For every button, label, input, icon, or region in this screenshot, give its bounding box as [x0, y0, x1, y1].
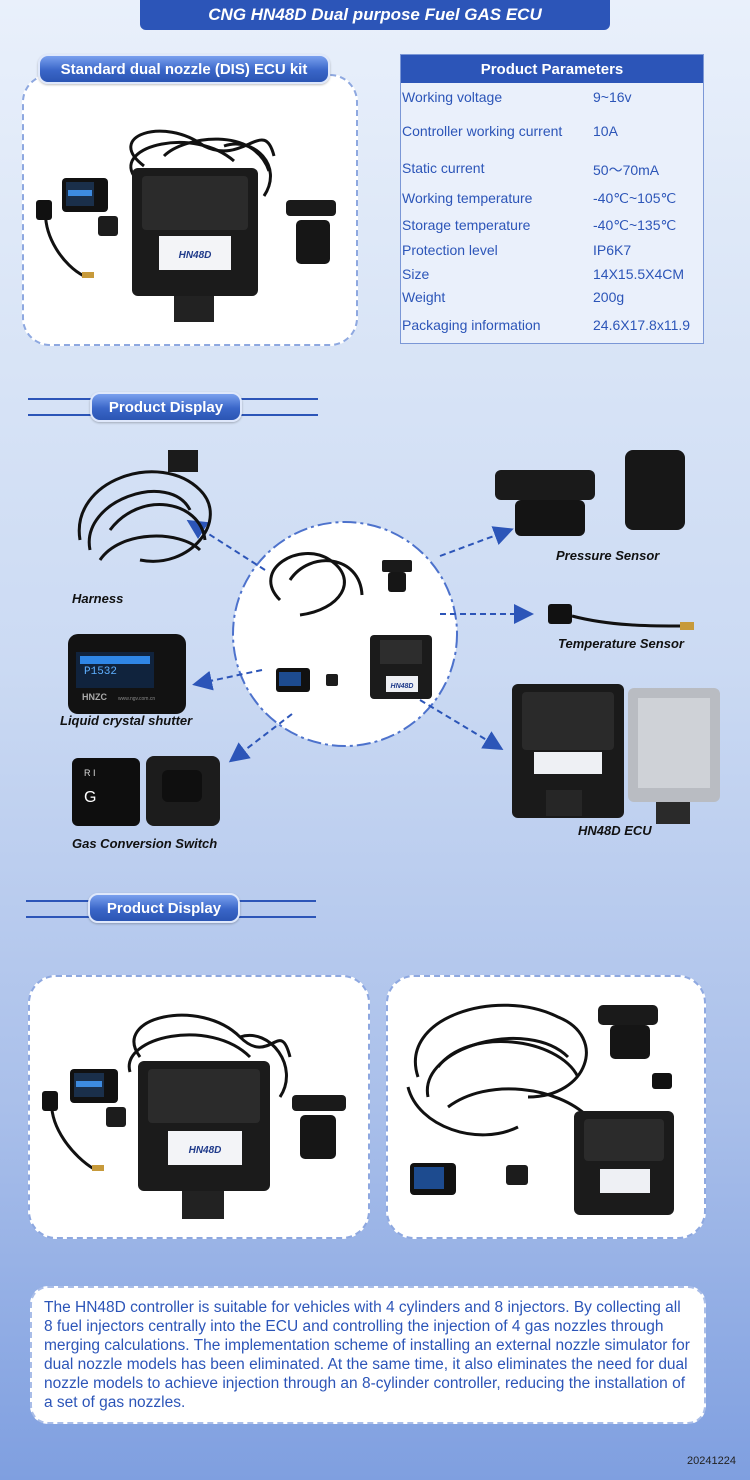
footer-date: 20241224 — [687, 1455, 736, 1467]
ecu-kit-photo: HN48D — [36, 129, 336, 322]
kit-panel: HN48D — [22, 74, 358, 346]
caption-temperature-sensor: Temperature Sensor — [558, 636, 684, 651]
caption-lcd-shutter: Liquid crystal shutter — [60, 713, 193, 728]
product-description: The HN48D controller is suitable for veh… — [30, 1286, 706, 1424]
ecu-kit-photo: HN48D — [42, 1013, 346, 1219]
harness-kit-photo — [406, 1003, 674, 1215]
page-title: CNG HN48D Dual purpose Fuel GAS ECU — [140, 0, 610, 30]
kit-ecu-model: HN48D — [179, 250, 212, 261]
lcd-brand: HNZC — [82, 692, 107, 702]
lcd-code: P1532 — [84, 666, 117, 678]
caption-ecu: HN48D ECU — [578, 823, 652, 838]
product-diagram: HN48D P1532 HNZC www.ngv.com.cn R I G — [68, 450, 720, 826]
circle-ecu-model: HN48D — [391, 683, 414, 690]
photo-panel-right — [386, 975, 706, 1239]
parameters-title: Product Parameters — [401, 55, 703, 83]
product-display-label: Product Display — [90, 392, 242, 422]
product-display-label-2: Product Display — [88, 893, 240, 923]
switch-letter: G — [84, 789, 96, 806]
left-ecu-model: HN48D — [189, 1145, 222, 1156]
caption-harness: Harness — [72, 591, 124, 606]
kit-label: Standard dual nozzle (DIS) ECU kit — [38, 54, 330, 84]
caption-pressure-sensor: Pressure Sensor — [556, 548, 660, 563]
switch-row: R I — [84, 768, 96, 778]
lcd-site: www.ngv.com.cn — [118, 696, 155, 702]
photo-panel-left: HN48D — [28, 975, 370, 1239]
caption-gas-switch: Gas Conversion Switch — [72, 836, 218, 851]
